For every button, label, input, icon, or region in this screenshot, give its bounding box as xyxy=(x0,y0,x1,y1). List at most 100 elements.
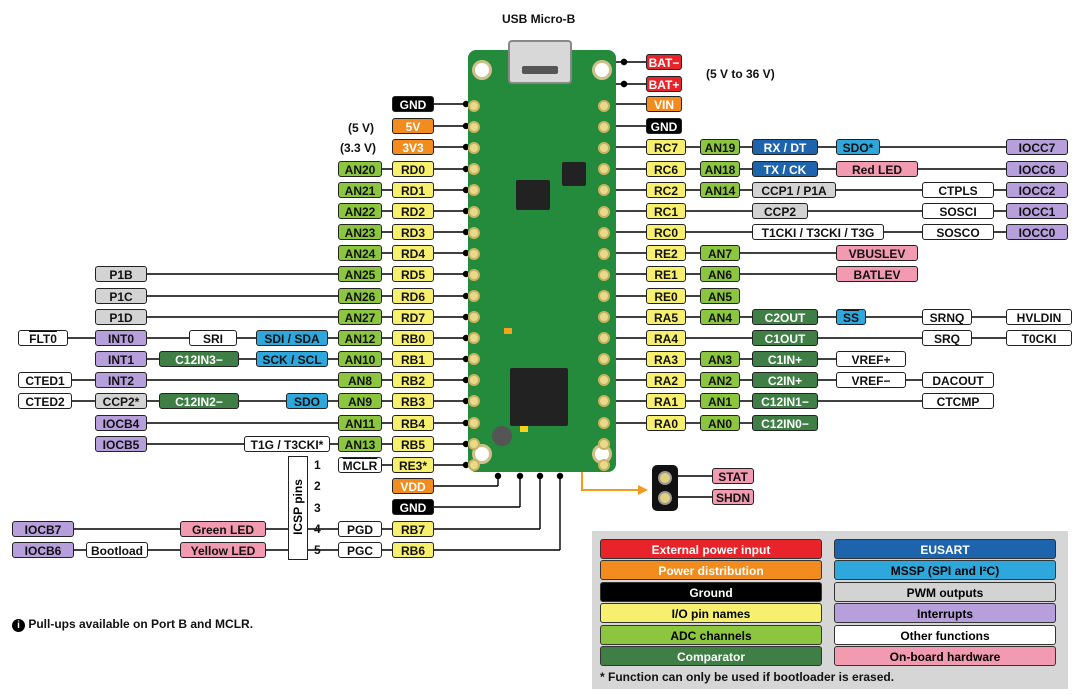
pin-label-an12: AN12 xyxy=(338,330,382,346)
pin-label-c1in-: C1IN+ xyxy=(752,351,818,367)
pin-label-rc1: RC1 xyxy=(646,203,686,219)
pin-label-an21: AN21 xyxy=(338,182,382,198)
legend-item-power-distribution: Power distribution xyxy=(600,560,822,581)
pin-label-rd1: RD1 xyxy=(392,182,434,198)
pin-label-ss: SS xyxy=(836,309,866,325)
pin-label-rb2: RB2 xyxy=(392,372,434,388)
pin-label-sdo-: SDO* xyxy=(836,139,880,155)
3v3-note: (3.3 V) xyxy=(340,141,377,155)
pin-label-rb4: RB4 xyxy=(392,415,434,431)
pin-label-vin: VIN xyxy=(646,96,682,112)
pin-label-t1cki-t3cki-t3g: T1CKI / T3CKI / T3G xyxy=(752,224,884,240)
pin-label-c2out: C2OUT xyxy=(752,309,818,325)
pin-label-p1c: P1C xyxy=(95,288,147,304)
board-hole xyxy=(468,184,480,197)
pin-label-iocc0: IOCC0 xyxy=(1006,224,1068,240)
pin-label-rd0: RD0 xyxy=(392,161,434,177)
board-hole xyxy=(598,163,610,176)
pin-dot xyxy=(462,165,470,173)
pin-dot xyxy=(462,461,470,469)
pin-label-mclr: MCLR xyxy=(338,457,382,473)
pin-label-bat-: BAT+ xyxy=(646,76,682,92)
pin-label-iocc6: IOCC6 xyxy=(1006,161,1068,177)
pin-label-hvldin: HVLDIN xyxy=(1006,309,1072,325)
pin-label-c12in1-: C12IN1− xyxy=(752,393,818,409)
pin-label-an24: AN24 xyxy=(338,245,382,261)
board-hole xyxy=(468,247,480,260)
pin-label-rd4: RD4 xyxy=(392,245,434,261)
icsp-bracket xyxy=(288,456,308,560)
pin-label-c1out: C1OUT xyxy=(752,330,818,346)
board-hole xyxy=(598,311,610,323)
5v-note: (5 V) xyxy=(348,121,375,135)
icsp-pin-number: 3 xyxy=(314,500,321,515)
pin-label-rx-dt: RX / DT xyxy=(752,139,818,155)
mounting-hole xyxy=(472,60,492,80)
pin-label-rb6: RB6 xyxy=(392,542,434,558)
pin-label-ctcmp: CTCMP xyxy=(922,393,994,409)
pin-label-iocc7: IOCC7 xyxy=(1006,139,1068,155)
pin-label-rd2: RD2 xyxy=(392,203,434,219)
pin-label-re1: RE1 xyxy=(646,266,686,282)
icsp-pin-number: 2 xyxy=(314,479,321,494)
pullup-text: Pull-ups available on Port B and MCLR. xyxy=(28,617,254,631)
pin-dot xyxy=(462,440,470,448)
pin-label-c12in0-: C12IN0− xyxy=(752,415,818,431)
pin-label-an3: AN3 xyxy=(700,351,740,367)
legend-item-i-o-pin-names: I/O pin names xyxy=(600,603,822,624)
pin-label-batlev: BATLEV xyxy=(836,266,918,282)
pin-label-bat-: BAT− xyxy=(646,54,682,70)
connector-label-shdn: SHDN xyxy=(712,489,754,505)
pin-dot xyxy=(462,100,470,108)
pin-label-an25: AN25 xyxy=(338,266,382,282)
connector-pin xyxy=(658,471,672,485)
pin-label-an8: AN8 xyxy=(338,372,382,388)
pin-label-rc7: RC7 xyxy=(646,139,686,155)
button xyxy=(492,426,512,446)
pin-label-rd3: RD3 xyxy=(392,224,434,240)
pin-label-bootload: Bootload xyxy=(86,542,148,558)
pin-label-an9: AN9 xyxy=(338,393,382,409)
pin-label-green-led: Green LED xyxy=(180,521,266,537)
board-hole xyxy=(468,311,480,323)
pin-label-an14: AN14 xyxy=(700,182,740,198)
pin-label-ctpls: CTPLS xyxy=(922,182,994,198)
board-hole xyxy=(598,121,610,134)
board-hole xyxy=(598,353,610,366)
pin-label-re2: RE2 xyxy=(646,245,686,261)
board-hole xyxy=(468,289,480,302)
pin-label-sck-scl: SCK / SCL xyxy=(256,351,328,367)
pin-label-an1: AN1 xyxy=(700,393,740,409)
board-hole xyxy=(468,268,480,281)
legend-item-ground: Ground xyxy=(600,581,822,602)
pin-label-c12in3-: C12IN3− xyxy=(159,351,239,367)
connector-pin xyxy=(658,491,672,505)
battery-range-note: (5 V to 36 V) xyxy=(706,67,775,81)
pin-label-rc6: RC6 xyxy=(646,161,686,177)
pin-label-an0: AN0 xyxy=(700,415,740,431)
pin-dot xyxy=(462,334,470,342)
legend-item-adc-channels: ADC channels xyxy=(600,624,822,645)
pin-dot xyxy=(462,143,470,151)
pin-label-sosco: SOSCO xyxy=(922,224,994,240)
legend-item-on-board-hardware: On-board hardware xyxy=(834,646,1056,666)
pullup-note: i Pull-ups available on Port B and MCLR. xyxy=(12,617,253,632)
pin-label-an4: AN4 xyxy=(700,309,740,325)
pin-label-rb7: RB7 xyxy=(392,521,434,537)
pin-label-ra5: RA5 xyxy=(646,309,686,325)
pin-label-an26: AN26 xyxy=(338,288,382,304)
board-hole xyxy=(598,458,610,471)
pin-label-sosci: SOSCI xyxy=(922,203,994,219)
microcontroller-chip xyxy=(510,368,568,426)
pin-label-ra2: RA2 xyxy=(646,372,686,388)
pin-label-srq: SRQ xyxy=(922,330,972,346)
board-hole xyxy=(468,163,480,176)
legend-item-external-power-input: External power input xyxy=(600,539,822,559)
pin-label-vref-: VREF− xyxy=(836,372,906,388)
pin-label-re0: RE0 xyxy=(646,288,686,304)
pin-dot xyxy=(462,397,470,405)
board-hole xyxy=(598,268,610,281)
board-hole xyxy=(598,247,610,260)
pin-dot xyxy=(462,207,470,215)
